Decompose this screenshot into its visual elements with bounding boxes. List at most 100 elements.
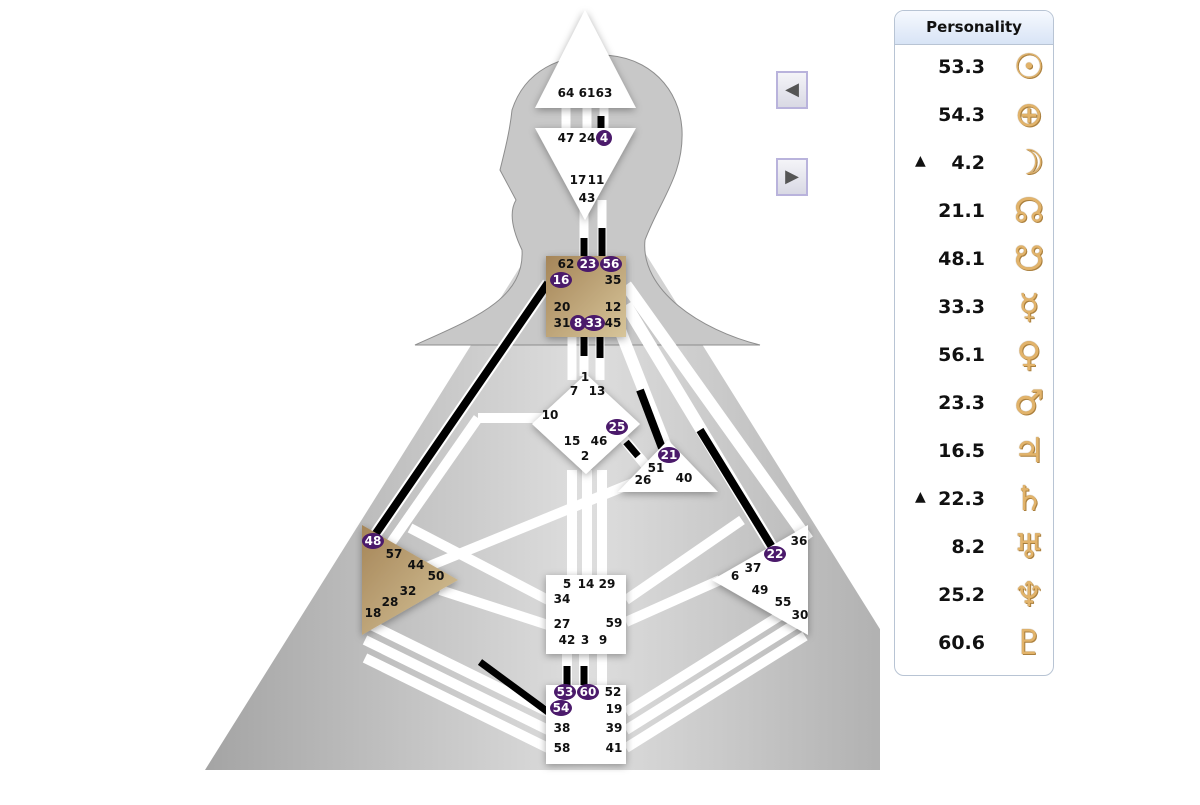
gate-63[interactable]: 63: [596, 86, 613, 100]
gate-22[interactable]: 22: [764, 546, 786, 562]
gate-number: 34: [554, 592, 571, 606]
planet-row[interactable]: 23.3♂: [895, 381, 1053, 429]
gate-21[interactable]: 21: [658, 447, 680, 463]
gate-number: 47: [558, 131, 575, 145]
planet-row[interactable]: ▲22.3♄: [895, 477, 1053, 525]
gate-number: 55: [775, 595, 792, 609]
gate-number: 30: [792, 608, 809, 622]
gate-32[interactable]: 32: [400, 584, 417, 598]
gate-57[interactable]: 57: [386, 547, 403, 561]
gate-53[interactable]: 53: [554, 684, 576, 700]
gate-52[interactable]: 52: [605, 685, 622, 699]
planet-row[interactable]: 16.5♃: [895, 429, 1053, 477]
gate-38[interactable]: 38: [554, 721, 571, 735]
gate-line-value: 8.2: [951, 536, 985, 558]
gate-27[interactable]: 27: [554, 617, 571, 631]
gate-12[interactable]: 12: [605, 300, 622, 314]
gate-44[interactable]: 44: [408, 558, 425, 572]
gate-64[interactable]: 64: [558, 86, 575, 100]
gate-8[interactable]: 8: [570, 315, 586, 331]
back-button[interactable]: ◀: [776, 71, 808, 109]
gate-59[interactable]: 59: [606, 616, 623, 630]
venus-icon: ♀: [1016, 335, 1042, 375]
gate-46[interactable]: 46: [591, 434, 608, 448]
gate-41[interactable]: 41: [606, 741, 623, 755]
gate-29[interactable]: 29: [599, 577, 616, 591]
gate-37[interactable]: 37: [745, 561, 762, 575]
gate-51[interactable]: 51: [648, 461, 665, 475]
gate-42[interactable]: 42: [559, 633, 576, 647]
gate-54[interactable]: 54: [550, 700, 572, 716]
gate-15[interactable]: 15: [564, 434, 581, 448]
channel-g-sacral: [567, 470, 607, 580]
gate-36[interactable]: 36: [791, 534, 808, 548]
planet-row[interactable]: 56.1♀: [895, 333, 1053, 381]
gate-25[interactable]: 25: [606, 419, 628, 435]
gate-number: 2: [581, 449, 589, 463]
channel-root-solar-plexus: [623, 595, 808, 753]
gate-35[interactable]: 35: [605, 273, 622, 287]
planet-row[interactable]: ▲4.2☽: [895, 141, 1053, 189]
gate-number: 43: [579, 191, 596, 205]
gate-61[interactable]: 61: [579, 86, 596, 100]
gate-9[interactable]: 9: [599, 633, 607, 647]
gate-24[interactable]: 24: [579, 131, 596, 145]
gate-17[interactable]: 17: [570, 173, 587, 187]
gate-2[interactable]: 2: [581, 449, 589, 463]
gate-6[interactable]: 6: [731, 569, 739, 583]
planet-row[interactable]: 48.1☋: [895, 237, 1053, 285]
gate-33[interactable]: 33: [583, 315, 605, 331]
gate-34[interactable]: 34: [554, 592, 571, 606]
gate-43[interactable]: 43: [579, 191, 596, 205]
gate-5[interactable]: 5: [563, 577, 571, 591]
gate-28[interactable]: 28: [382, 595, 399, 609]
gate-39[interactable]: 39: [606, 721, 623, 735]
gate-line-value: 21.1: [938, 200, 985, 222]
gate-13[interactable]: 13: [589, 384, 606, 398]
gate-60[interactable]: 60: [577, 684, 599, 700]
gate-1[interactable]: 1: [581, 370, 589, 384]
sacral-center: [546, 575, 626, 654]
gate-45[interactable]: 45: [605, 316, 622, 330]
gate-10[interactable]: 10: [542, 408, 559, 422]
channel-12-22: [620, 301, 781, 556]
gate-number: 27: [554, 617, 571, 631]
active-gate-marker: [606, 419, 628, 435]
spleen-center: [362, 525, 458, 635]
gate-16[interactable]: 16: [550, 272, 572, 288]
gate-11[interactable]: 11: [588, 173, 605, 187]
planet-row[interactable]: 60.6♇: [895, 621, 1053, 669]
gate-23[interactable]: 23: [577, 256, 599, 272]
gate-47[interactable]: 47: [558, 131, 575, 145]
gate-49[interactable]: 49: [752, 583, 769, 597]
gate-26[interactable]: 26: [635, 473, 652, 487]
gate-30[interactable]: 30: [792, 608, 809, 622]
gate-19[interactable]: 19: [606, 702, 623, 716]
planet-row[interactable]: 21.1☊: [895, 189, 1053, 237]
gate-40[interactable]: 40: [676, 471, 693, 485]
ajna-center: [535, 128, 636, 220]
gate-number: 36: [791, 534, 808, 548]
gate-20[interactable]: 20: [554, 300, 571, 314]
planet-row[interactable]: 25.2♆: [895, 573, 1053, 621]
gate-18[interactable]: 18: [365, 606, 382, 620]
gate-50[interactable]: 50: [428, 569, 445, 583]
gate-62[interactable]: 62: [558, 257, 575, 271]
gate-48[interactable]: 48: [362, 533, 384, 549]
gate-7[interactable]: 7: [570, 384, 578, 398]
gate-4[interactable]: 4: [596, 130, 612, 146]
planet-row[interactable]: 8.2♅: [895, 525, 1053, 573]
gate-58[interactable]: 58: [554, 741, 571, 755]
gate-14[interactable]: 14: [578, 577, 595, 591]
gate-3[interactable]: 3: [581, 633, 589, 647]
gate-56[interactable]: 56: [600, 256, 622, 272]
planet-row[interactable]: 53.3☉: [895, 45, 1053, 93]
gate-number: 5: [563, 577, 571, 591]
active-gate-marker: [554, 684, 576, 700]
gate-number: 33: [586, 316, 603, 330]
forward-button[interactable]: ▶: [776, 158, 808, 196]
gate-31[interactable]: 31: [554, 316, 571, 330]
planet-row[interactable]: 33.3☿: [895, 285, 1053, 333]
planet-row[interactable]: 54.3⊕: [895, 93, 1053, 141]
gate-55[interactable]: 55: [775, 595, 792, 609]
